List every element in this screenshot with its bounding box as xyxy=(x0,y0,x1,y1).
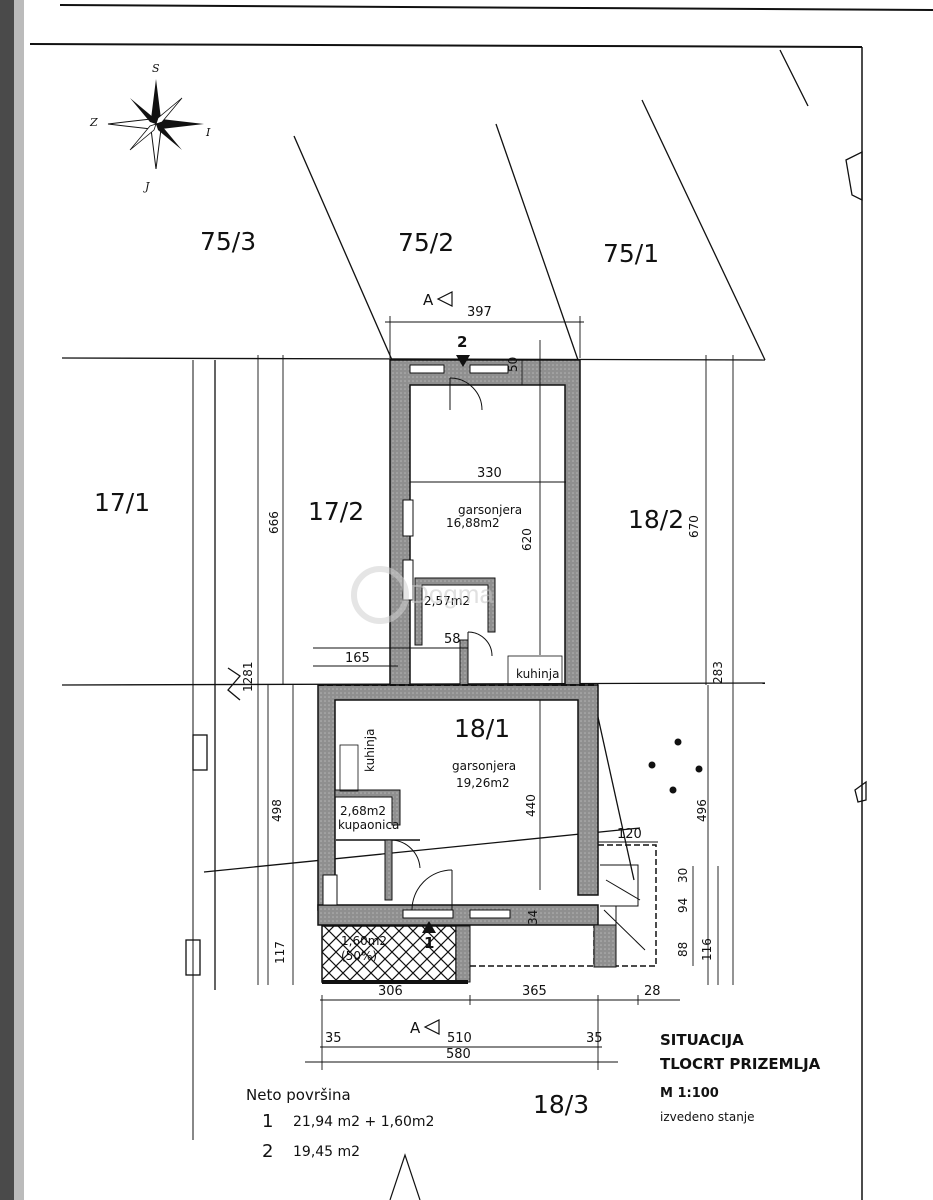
compass-north-label: S xyxy=(152,62,160,75)
neto-area-table: Neto površina 1 21,94 m2 + 1,60m2 2 19,4… xyxy=(246,1086,434,1162)
dim-upper-height: 620 xyxy=(520,528,534,551)
upper-bath-area: 2,57m2 xyxy=(424,594,470,608)
dim-28: 28 xyxy=(644,984,661,999)
section-mark-bottom: A xyxy=(410,1019,421,1037)
parcel-17-1: 17/1 xyxy=(94,488,150,517)
dim-365: 365 xyxy=(522,984,547,999)
upper-room-area: 16,88m2 xyxy=(446,516,500,530)
lower-bath-area: 2,68m2 xyxy=(340,804,386,818)
section-mark-top: A xyxy=(423,291,434,309)
upper-unit-walls xyxy=(389,359,581,686)
dim-35-right: 35 xyxy=(586,1031,603,1046)
terrace-percent: (50%) xyxy=(341,949,377,963)
dim-1281: 1281 xyxy=(241,661,255,692)
parcel-18-2: 18/2 xyxy=(628,505,684,534)
dim-666: 666 xyxy=(267,511,281,534)
neto-row1-number: 1 xyxy=(262,1111,273,1132)
section-marks: A A xyxy=(410,291,453,1037)
title-line-1: SITUACIJA xyxy=(660,1031,744,1049)
dim-306: 306 xyxy=(378,984,403,999)
dim-35-left: 35 xyxy=(325,1031,342,1046)
dim-58: 58 xyxy=(444,632,461,647)
parcel-18-1: 18/1 xyxy=(454,714,510,743)
parcel-boundaries xyxy=(61,49,867,990)
lower-bath-name: kupaonica xyxy=(338,818,399,832)
parcel-75-2: 75/2 xyxy=(398,228,454,257)
dim-283: 283 xyxy=(711,661,725,684)
break-symbol xyxy=(227,667,241,701)
lower-room-area: 19,26m2 xyxy=(456,776,510,790)
title-block: SITUACIJA TLOCRT PRIZEMLJA M 1:100 izved… xyxy=(660,1031,821,1124)
entrance-2-arrow xyxy=(456,355,470,367)
dim-117: 117 xyxy=(273,941,287,964)
north-arrow-stub xyxy=(389,1153,421,1200)
dim-498: 498 xyxy=(270,799,284,822)
section-arrow-bottom xyxy=(423,1019,440,1035)
dim-116: 116 xyxy=(700,938,714,961)
dim-34: 34 xyxy=(526,910,540,925)
neto-row1-value: 21,94 m2 + 1,60m2 xyxy=(293,1114,434,1130)
dim-88: 88 xyxy=(676,942,690,957)
dim-wall-top: 50 xyxy=(506,357,520,372)
room-labels: garsonjera 16,88m2 2,57m2 kuhinja garson… xyxy=(338,503,559,963)
dim-30: 30 xyxy=(676,868,690,883)
dim-94: 94 xyxy=(676,898,690,913)
garden-dots xyxy=(648,738,703,794)
dim-120: 120 xyxy=(617,827,642,842)
parcel-18-3: 18/3 xyxy=(533,1090,589,1119)
lower-kitchen-label: kuhinja xyxy=(363,729,377,772)
lower-room-name: garsonjera xyxy=(452,759,516,773)
lower-unit-walls xyxy=(317,684,657,984)
title-scale: M 1:100 xyxy=(660,1086,719,1101)
title-status: izvedeno stanje xyxy=(660,1110,755,1124)
watermark-text: Dogma xyxy=(410,579,494,609)
entrance-2-label: 2 xyxy=(457,333,467,351)
title-line-2: TLOCRT PRIZEMLJA xyxy=(660,1055,821,1073)
parcel-75-3: 75/3 xyxy=(200,227,256,256)
entrance-1-arrow xyxy=(422,921,436,933)
dim-165: 165 xyxy=(345,651,370,666)
dim-496: 496 xyxy=(695,799,709,822)
neto-row2-value: 19,45 m2 xyxy=(293,1144,360,1160)
section-arrow-top xyxy=(436,291,453,307)
dimension-labels: 397 50 330 620 666 670 1281 165 58 283 4… xyxy=(241,305,725,1062)
neto-heading: Neto površina xyxy=(246,1086,351,1104)
dimension-lines xyxy=(257,316,734,1070)
dim-top-width: 397 xyxy=(467,305,492,320)
compass-west-label: Z xyxy=(89,116,98,129)
parcel-75-1: 75/1 xyxy=(603,239,659,268)
upper-room-name: garsonjera xyxy=(458,503,522,517)
dim-inner-width: 330 xyxy=(477,466,502,481)
terrace-area: 1,60m2 xyxy=(341,934,387,948)
watermark: Dogma xyxy=(351,566,494,624)
compass-south-label: J xyxy=(143,180,150,193)
compass-east-label: I xyxy=(205,126,211,139)
dim-670: 670 xyxy=(687,515,701,538)
compass-rose: S J Z I xyxy=(89,62,211,193)
neto-row2-number: 2 xyxy=(262,1141,273,1162)
parcel-labels: 75/3 75/2 75/1 17/1 17/2 18/2 18/1 18/3 xyxy=(94,227,684,1119)
entrance-1-label: 1 xyxy=(424,934,434,952)
upper-kitchen-label: kuhinja xyxy=(516,667,559,681)
dim-510: 510 xyxy=(447,1031,472,1046)
dim-580: 580 xyxy=(446,1047,471,1062)
entrance-markers: 2 1 xyxy=(422,333,470,952)
dim-lower-height: 440 xyxy=(524,794,538,817)
parcel-17-2: 17/2 xyxy=(308,497,364,526)
